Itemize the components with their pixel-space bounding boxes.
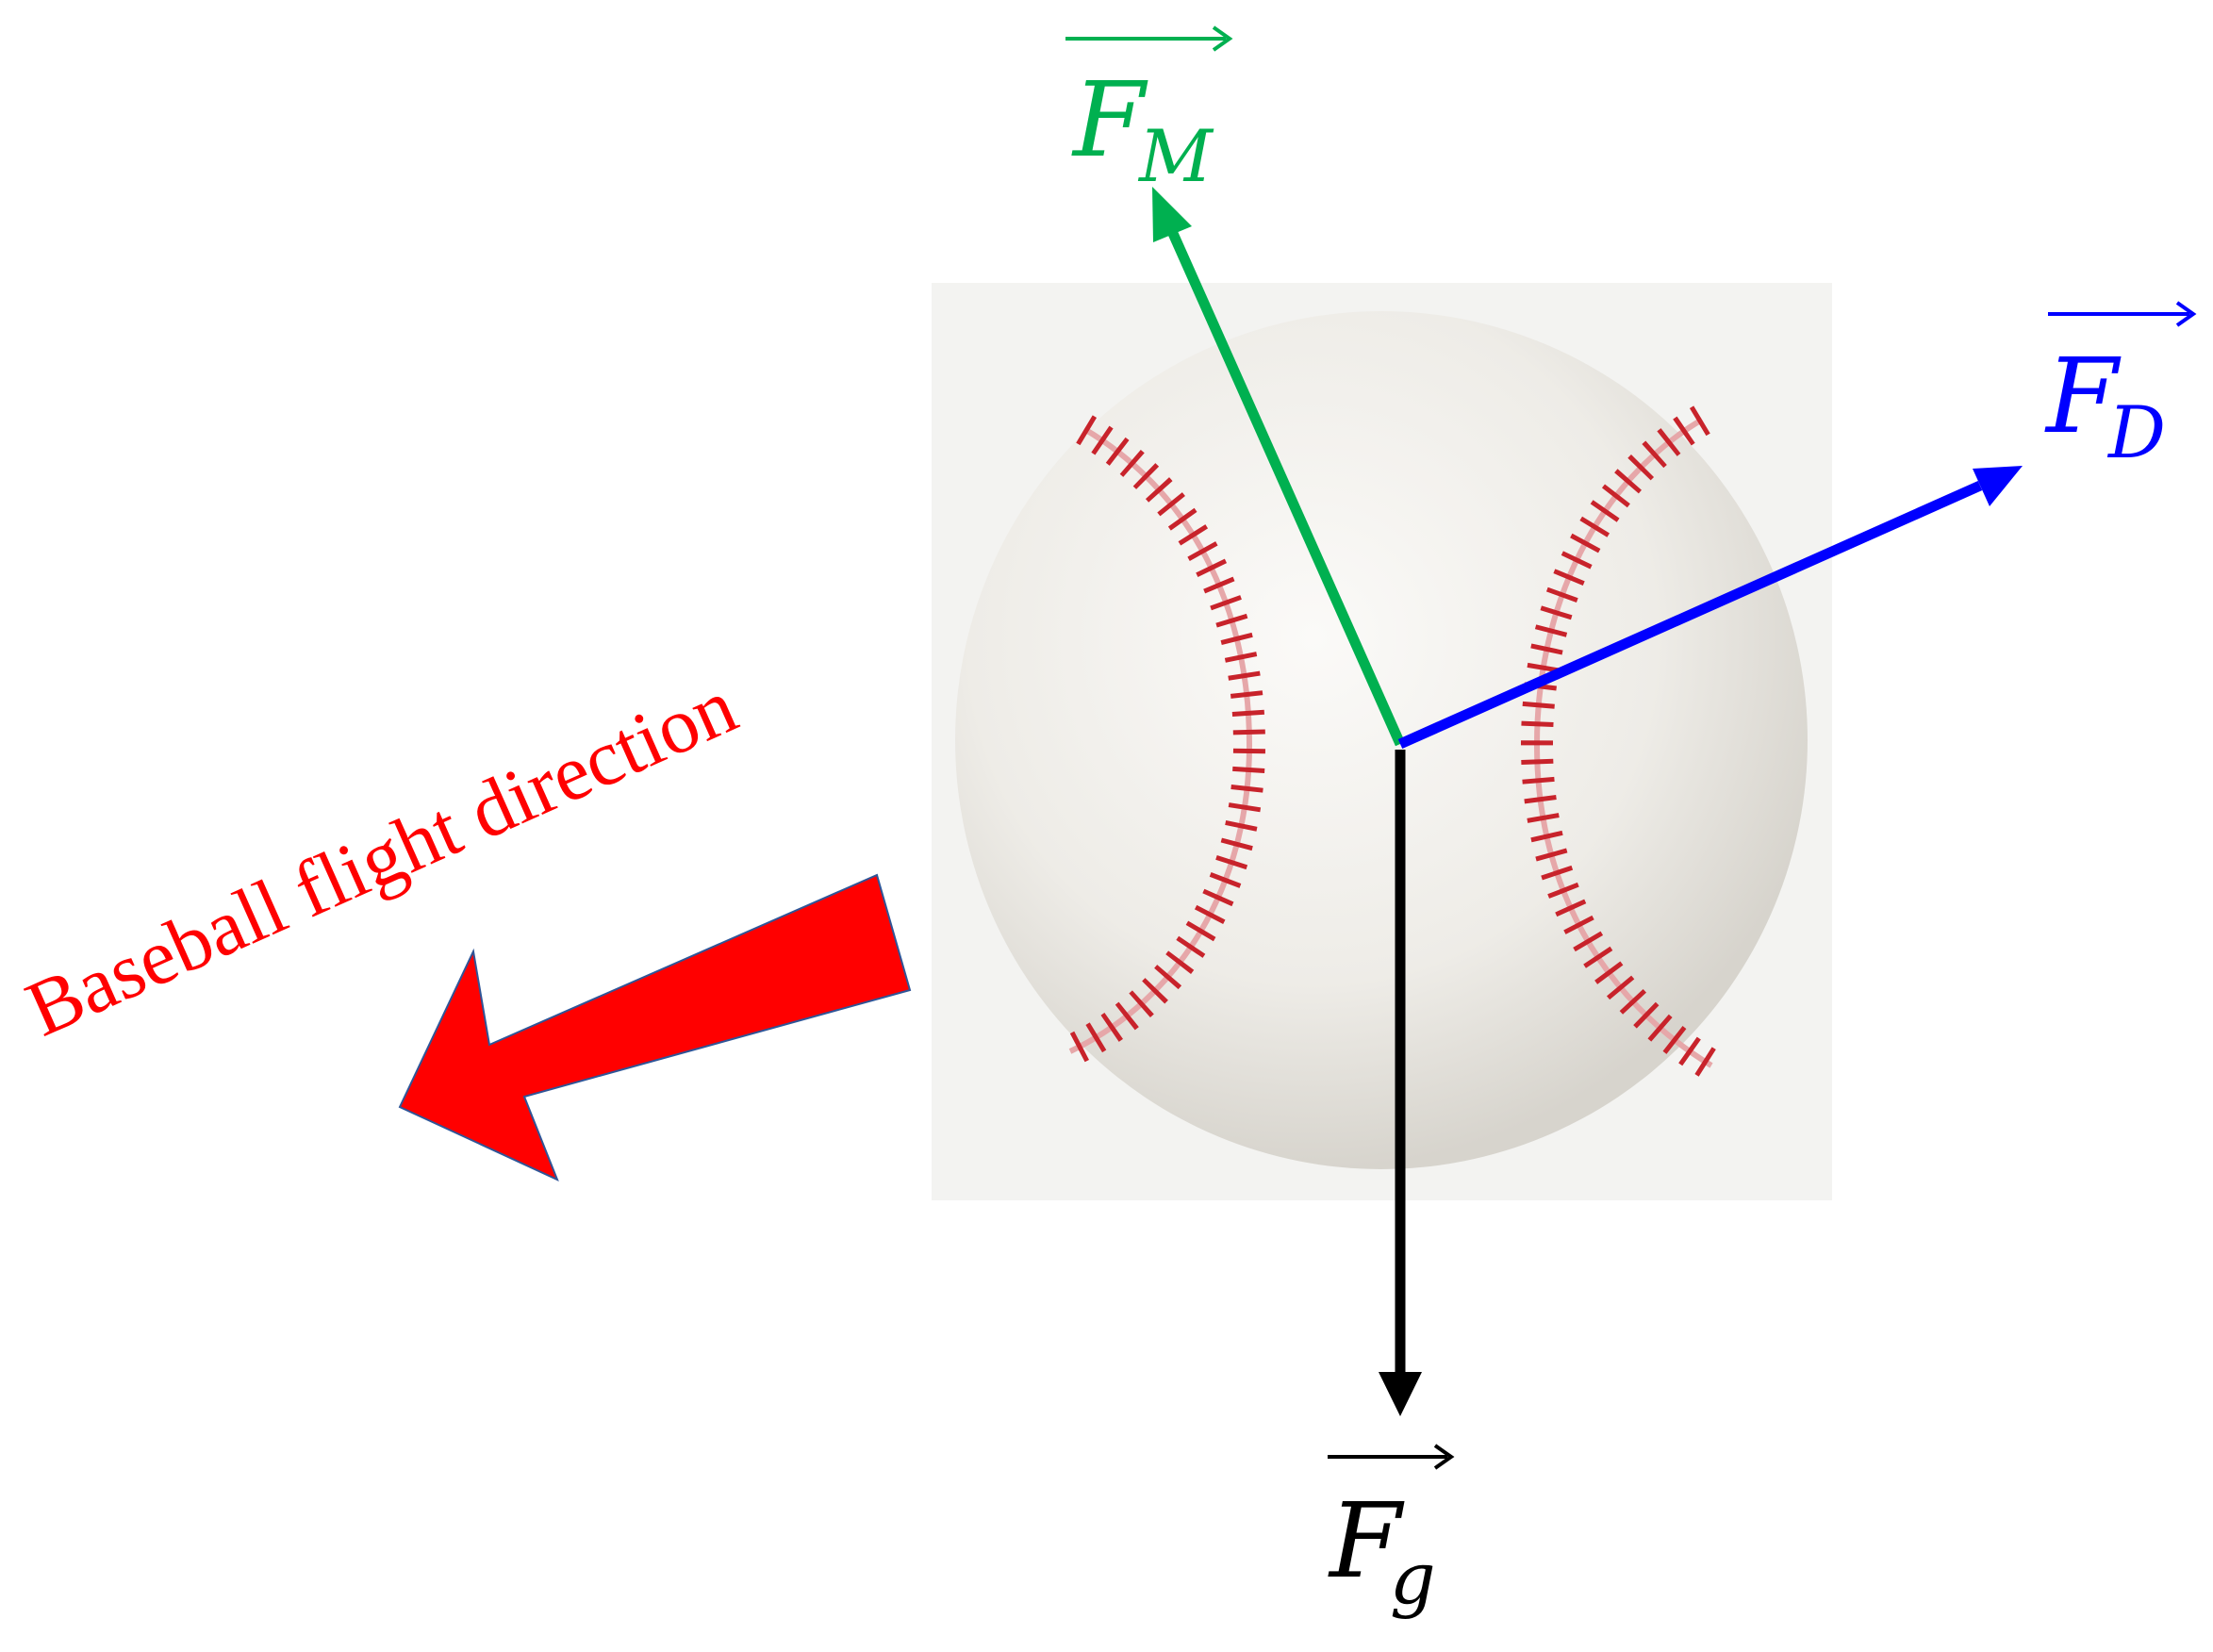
magnus-subscript: M (1137, 114, 1214, 198)
drag-symbol: F (2044, 336, 2122, 456)
gravity-force-label: F g (1328, 1444, 1455, 1620)
flight-direction-arrow (398, 873, 912, 1181)
magnus-force-label: F M (1065, 25, 1233, 198)
gravity-force-arrowhead (1379, 1372, 1422, 1416)
baseball-image (955, 311, 1808, 1169)
magnus-symbol: F (1071, 59, 1148, 180)
magnus-force-arrow (1162, 218, 1406, 747)
magnus-force-arrowhead (1152, 187, 1192, 242)
gravity-symbol: F (1328, 1480, 1405, 1601)
drag-force-label: F D (2044, 301, 2197, 474)
drag-force-arrow (1397, 480, 1983, 750)
gravity-subscript: g (1390, 1536, 1436, 1620)
drag-subscript: D (2106, 390, 2166, 474)
drag-force-arrowhead (1973, 466, 2023, 506)
